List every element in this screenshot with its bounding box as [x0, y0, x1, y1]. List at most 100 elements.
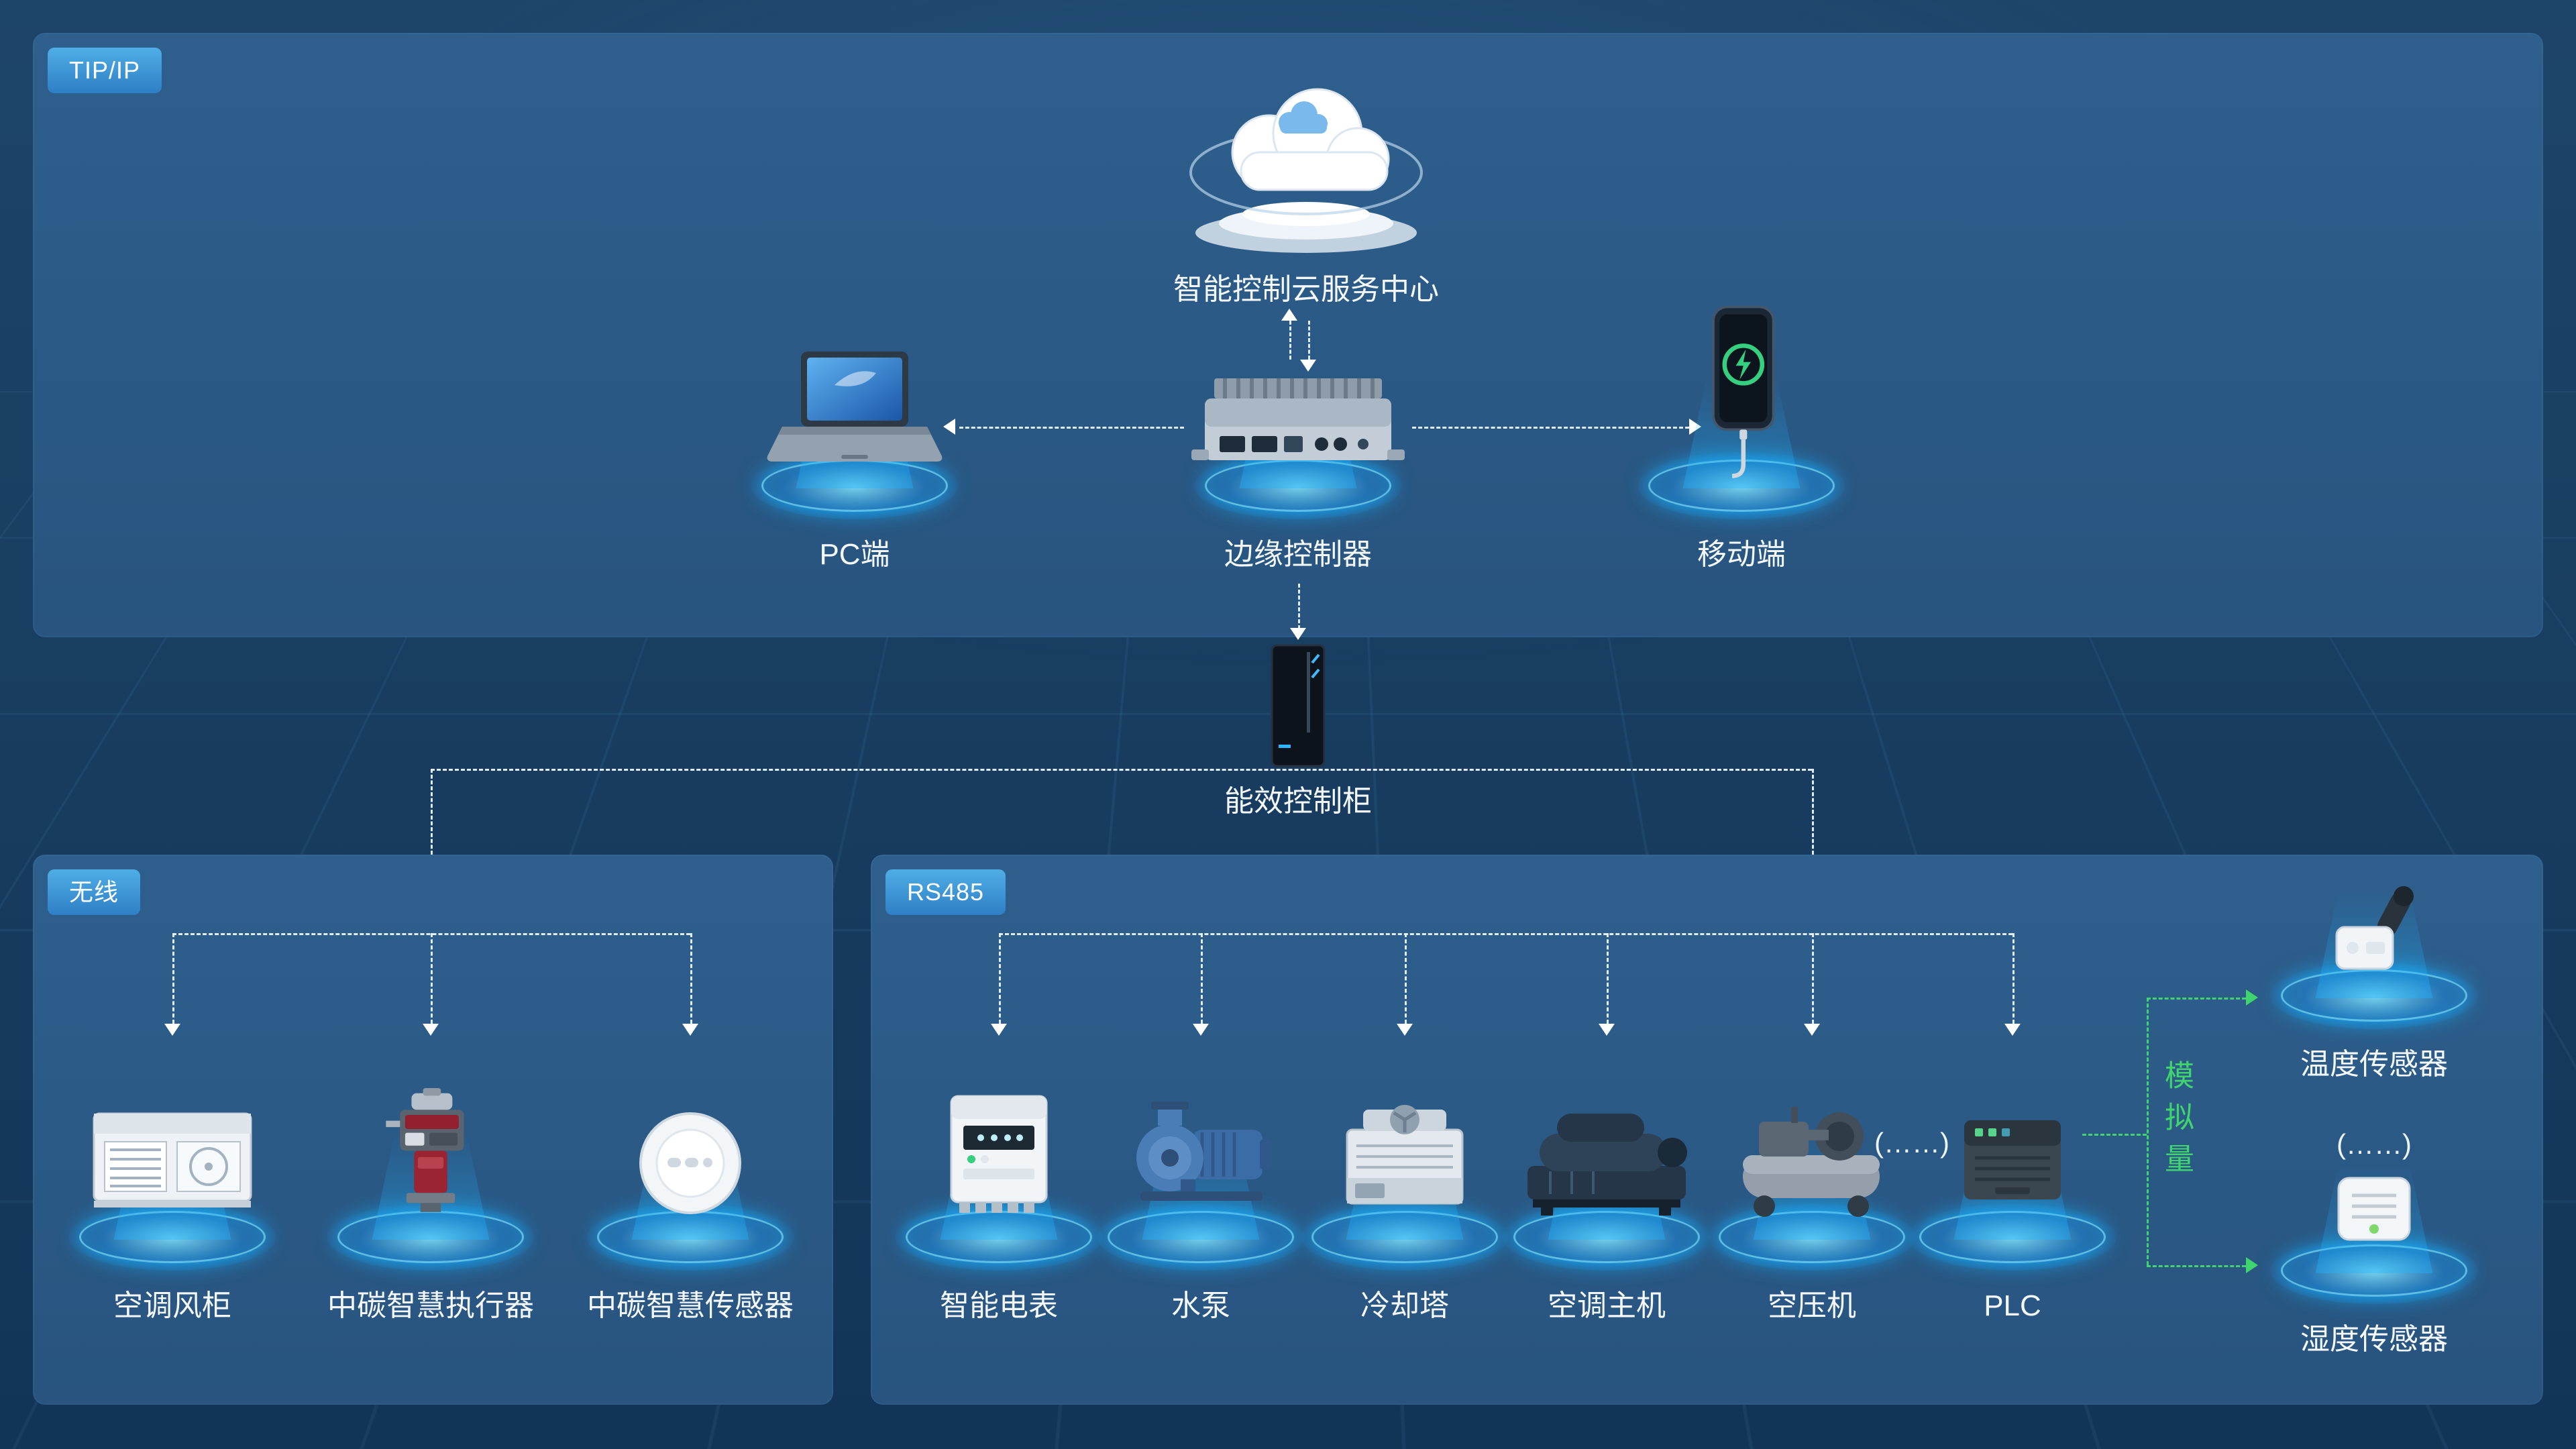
edge-controller-label: 边缘控制器 — [1224, 538, 1372, 571]
connector-drop — [999, 933, 1001, 1024]
rs485-panel: RS485 — [871, 855, 2543, 1405]
pc-node: PC端 — [720, 329, 989, 574]
device-air-compressor: 空压机 — [1698, 1073, 1926, 1325]
device-humidity-sensor: 湿度传感器 — [2260, 1134, 2488, 1358]
arrowhead-down — [1290, 628, 1306, 640]
arrowhead-down — [1804, 1024, 1820, 1036]
cooling-tower-icon — [1324, 1088, 1485, 1222]
glow-platform — [2270, 962, 2478, 1029]
mobile-label: 移动端 — [1697, 538, 1786, 571]
glow-platform — [586, 1203, 794, 1271]
edge-controller-icon — [1187, 369, 1409, 503]
glow-platform — [2270, 1237, 2478, 1304]
glow-platform — [1301, 1203, 1509, 1271]
round-sensor-icon — [630, 1102, 751, 1222]
connector-trunk-left-drop — [431, 769, 433, 855]
temperature-sensor-icon — [2314, 879, 2434, 986]
connector-analog-humidity — [2147, 1265, 2246, 1267]
cloud-label: 智能控制云服务中心 — [1173, 273, 1439, 306]
device-label: 智能电表 — [940, 1289, 1058, 1322]
rs485-badge: RS485 — [885, 869, 1006, 915]
device-label: 温度传感器 — [2300, 1048, 2448, 1081]
phone-icon — [1695, 302, 1788, 490]
connector-drop — [690, 933, 692, 1024]
glow-platform — [1909, 1203, 2116, 1271]
cabinet-node: 能效控制柜 — [1164, 643, 1432, 820]
plc-icon — [1945, 1102, 2080, 1222]
device-label: 空压机 — [1768, 1289, 1856, 1322]
connector-plc-analog — [2082, 1134, 2147, 1136]
arrowhead-right-green — [2246, 989, 2258, 1006]
cloud-service-node: 智能控制云服务中心 — [1132, 57, 1481, 309]
cabinet-icon — [1254, 643, 1342, 770]
pc-label: PC端 — [819, 538, 890, 571]
device-smart-meter: 智能电表 — [885, 1073, 1113, 1325]
device-label: 空调主机 — [1548, 1289, 1666, 1322]
device-label: PLC — [1984, 1289, 2041, 1322]
connector-drop — [2012, 933, 2015, 1024]
cabinet-label: 能效控制柜 — [1224, 785, 1372, 818]
device-plc: PLC — [1898, 1073, 2127, 1325]
device-ahu: 空调风柜 — [58, 1073, 286, 1325]
actuator-icon — [364, 1088, 498, 1222]
device-ac-main-unit: 空调主机 — [1493, 1073, 1721, 1325]
connector-drop — [1607, 933, 1609, 1024]
arrowhead-down — [164, 1024, 180, 1036]
glow-platform — [751, 452, 959, 519]
device-label: 水泵 — [1171, 1289, 1230, 1322]
mobile-node: 移动端 — [1607, 295, 1876, 574]
device-label: 湿度传感器 — [2300, 1323, 2448, 1356]
device-water-pump: 水泵 — [1087, 1073, 1315, 1325]
connector-analog-spine — [2147, 998, 2149, 1265]
device-cooling-tower: 冷却塔 — [1291, 1073, 1519, 1325]
arrowhead-down — [2004, 1024, 2021, 1036]
device-smart-sensor: 中碳智慧传感器 — [576, 1073, 804, 1325]
glow-platform — [327, 1203, 535, 1271]
connector-drop — [1405, 933, 1407, 1024]
device-temperature-sensor: 温度传感器 — [2260, 859, 2488, 1083]
device-label: 中碳智慧传感器 — [587, 1289, 794, 1322]
arrowhead-down — [1193, 1024, 1209, 1036]
arrowhead-down — [1599, 1024, 1615, 1036]
device-label: 空调风柜 — [113, 1289, 231, 1322]
arrowhead-down — [1397, 1024, 1413, 1036]
glow-platform — [1503, 1203, 1711, 1271]
connector-trunk-right-drop — [1812, 769, 1814, 855]
arrowhead-down — [682, 1024, 698, 1036]
laptop-icon — [754, 343, 955, 484]
connector-cloud-controller-down — [1308, 321, 1310, 360]
water-pump-icon — [1114, 1095, 1288, 1222]
connector-drop — [431, 933, 433, 1024]
connector-controller-cabinet — [1298, 584, 1300, 629]
device-label: 冷却塔 — [1360, 1289, 1449, 1322]
connector-rs485-bus — [999, 933, 2012, 935]
tcpip-badge: TIP/IP — [48, 48, 162, 93]
connector-analog-temp — [2147, 998, 2246, 1000]
rs485-ellipsis: (……) — [1874, 1127, 1949, 1159]
analog-quantity-label: 模拟量 — [2160, 1060, 2193, 1185]
arrowhead-up — [1281, 309, 1297, 321]
connector-drop — [1201, 933, 1203, 1024]
glow-platform — [1708, 1203, 1916, 1271]
smart-meter-icon — [928, 1088, 1069, 1222]
connector-drop — [1812, 933, 1814, 1024]
humidity-sensor-icon — [2317, 1161, 2431, 1261]
wireless-badge: 无线 — [48, 869, 141, 915]
glow-platform — [1097, 1203, 1305, 1271]
connector-controller-mobile — [1412, 427, 1689, 429]
connector-controller-pc — [959, 427, 1184, 429]
connector-cloud-controller-up — [1289, 321, 1291, 360]
connector-trunk — [431, 769, 1812, 771]
arrowhead-right-green — [2246, 1257, 2258, 1273]
air-compressor-icon — [1721, 1088, 1902, 1222]
cloud-icon — [1162, 57, 1450, 258]
chiller-icon — [1513, 1102, 1701, 1222]
connector-drop — [172, 933, 174, 1024]
device-label: 中碳智慧执行器 — [327, 1289, 534, 1322]
edge-controller-node: 边缘控制器 — [1164, 349, 1432, 574]
glow-platform — [1194, 452, 1402, 519]
arrowhead-down — [991, 1024, 1007, 1036]
device-actuator: 中碳智慧执行器 — [317, 1073, 545, 1325]
arrowhead-left — [943, 419, 955, 435]
